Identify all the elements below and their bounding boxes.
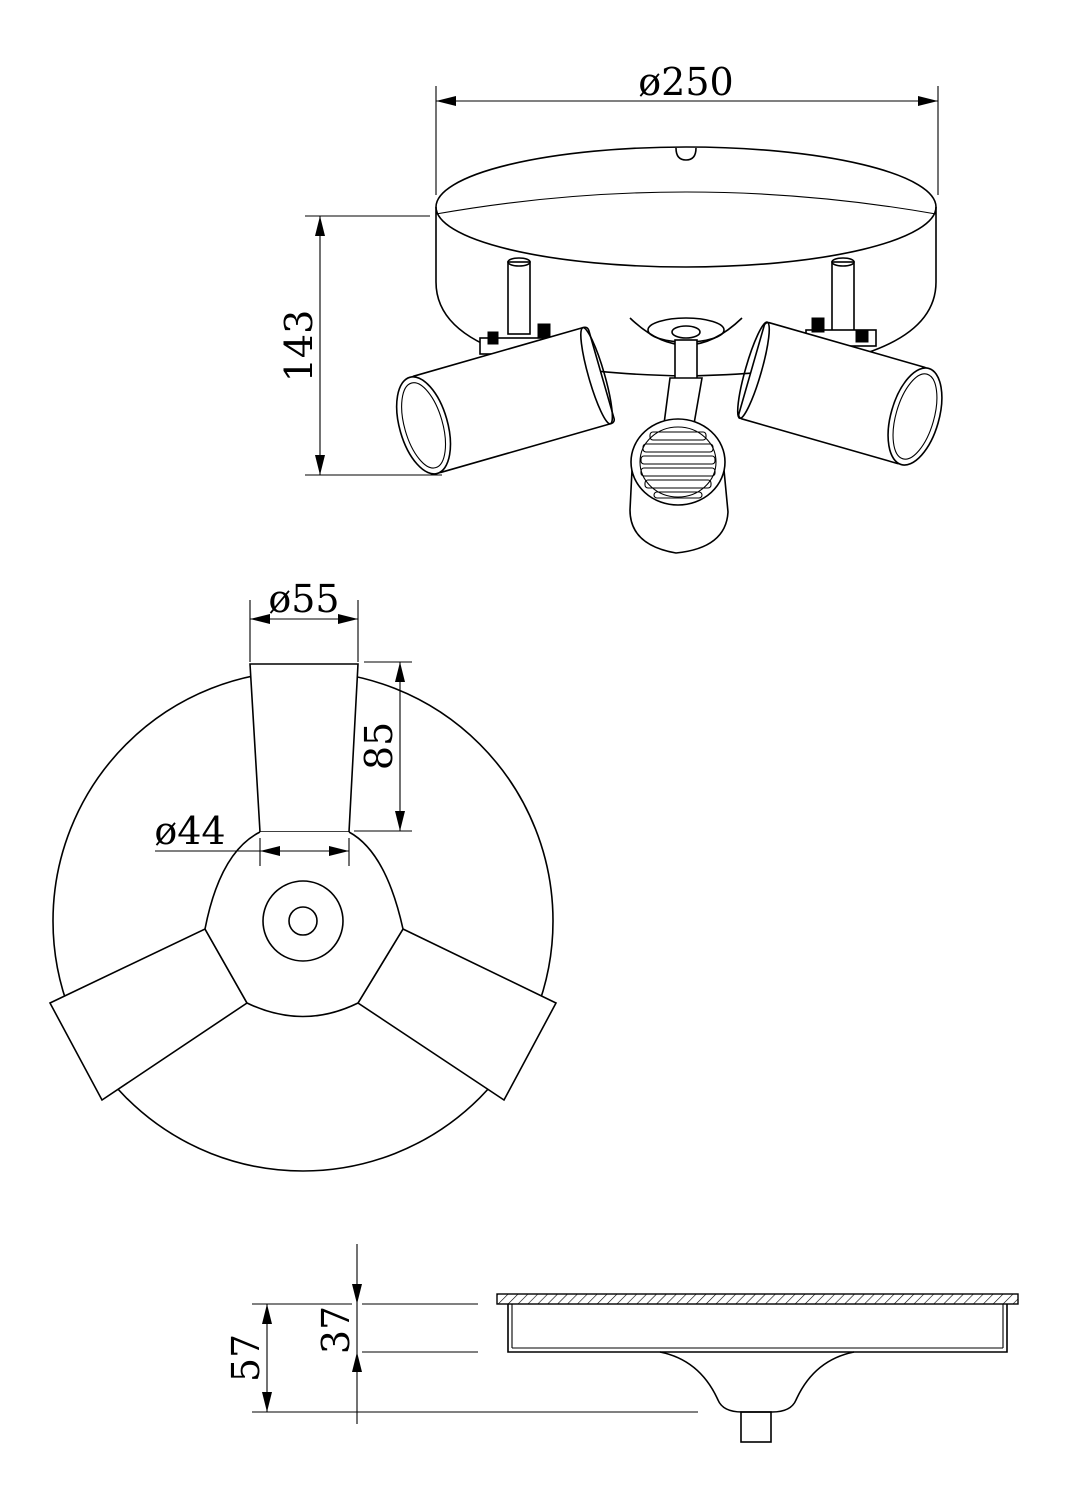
dimension-overall-diameter: ø250 xyxy=(435,60,939,195)
dimension-spot-outer-diameter: ø55 xyxy=(249,577,359,662)
front-view: ø250 143 xyxy=(277,60,943,554)
dimension-base-depth: 37 xyxy=(314,1244,478,1424)
dimension-overall-height: 143 xyxy=(277,215,442,476)
dimension-spot-length: 85 xyxy=(354,661,412,832)
overall-height-label: 143 xyxy=(277,310,321,383)
top-view: ø55 85 ø44 xyxy=(48,577,558,1172)
spot-length-label: 85 xyxy=(357,722,401,770)
section-view: 37 57 xyxy=(224,1244,1019,1443)
dimension-total-depth: 57 xyxy=(224,1303,698,1413)
center-spotlight xyxy=(629,339,729,554)
base-depth-label: 37 xyxy=(314,1306,358,1354)
left-spotlight xyxy=(395,257,616,475)
dimension-spot-inner-diameter: ø44 xyxy=(154,809,350,866)
total-depth-label: 57 xyxy=(224,1334,268,1382)
right-spotlight xyxy=(736,257,943,466)
spot-outer-diameter-label: ø55 xyxy=(268,577,339,621)
spot-inner-diameter-label: ø44 xyxy=(154,809,225,853)
overall-diameter-label: ø250 xyxy=(638,60,733,104)
